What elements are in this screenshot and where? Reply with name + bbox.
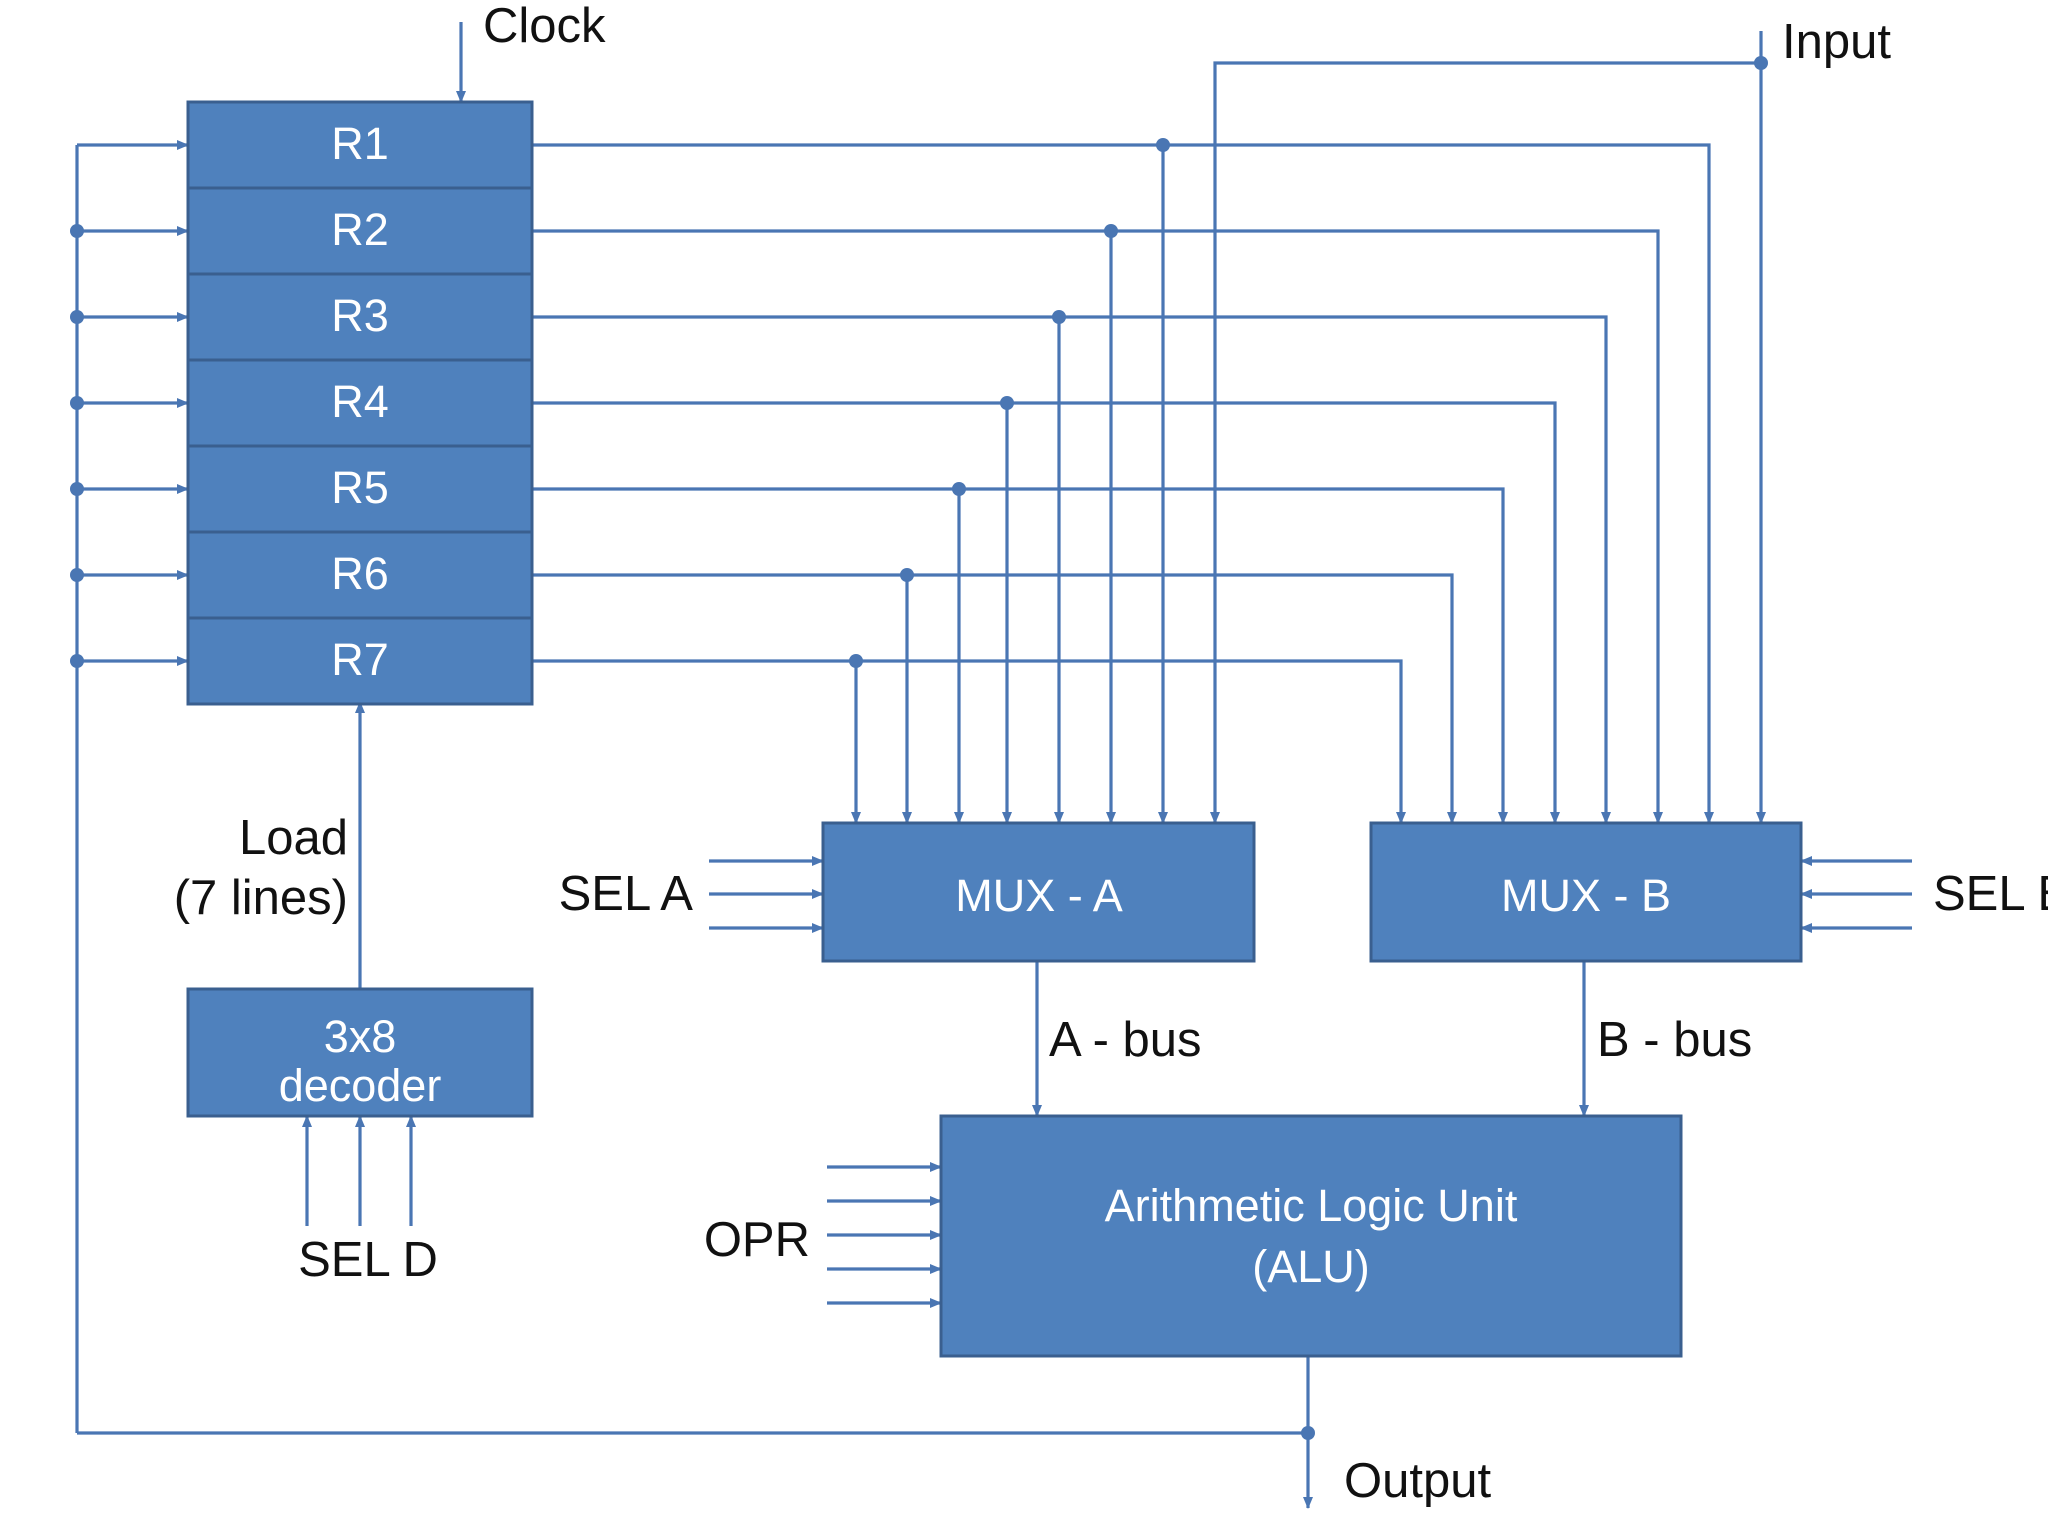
register-r7 [186,616,534,706]
mux-a-tap-5 [952,482,966,496]
register-label-r4: R4 [331,376,389,427]
alu-label-line1: Arithmetic Logic Unit [1105,1180,1518,1231]
mux-b-block [1369,821,1803,963]
register-r5 [186,444,534,534]
mux-a-label: MUX - A [955,870,1123,921]
feedback-junction-2 [70,224,84,238]
mux-b-label: MUX - B [1501,870,1671,921]
mux-a-tap-4 [1000,396,1014,410]
reg-to-mux-b-4 [532,401,1560,824]
sel-a-label: SEL A [559,867,694,921]
decoder-label-line1: 3x8 [324,1011,397,1062]
opr-label: OPR [704,1213,810,1267]
reg-to-mux-b-6 [532,573,1457,824]
input-label: Input [1782,15,1891,69]
register-r3 [186,272,534,362]
clock-label: Clock [483,0,606,53]
sel-b-label: SEL B [1933,867,2048,921]
register-label-r7: R7 [331,634,389,685]
input-to-mux-a [1210,61,1761,824]
load-label-line2: (7 lines) [174,871,348,925]
register-label-r2: R2 [331,204,389,255]
mux-a-tap-6 [900,568,914,582]
mux-a-tap-1 [1156,138,1170,152]
mux-a-tap-7 [849,654,863,668]
alu-block [939,1114,1683,1358]
input-junction [1754,56,1768,70]
reg-to-mux-b-7 [532,659,1406,824]
a-bus-label: A - bus [1049,1013,1202,1067]
register-r2 [186,186,534,276]
register-r4 [186,358,534,448]
sel-d-label: SEL D [298,1233,438,1287]
output-junction [1301,1426,1315,1440]
register-r1 [186,100,534,190]
alu-label-line2: (ALU) [1252,1241,1370,1292]
load-label-line1: Load [239,811,348,865]
register-label-r6: R6 [331,548,389,599]
register-label-r5: R5 [331,462,389,513]
reg-to-mux-b-3 [532,315,1611,824]
output-label: Output [1344,1454,1491,1508]
mux-a-tap-3 [1052,310,1066,324]
feedback-junction-6 [70,568,84,582]
register-label-r1: R1 [331,118,389,169]
feedback-junction-7 [70,654,84,668]
mux-a-tap-2 [1104,224,1118,238]
wires [70,22,1912,1509]
decoder-label-line2: decoder [279,1060,442,1111]
reg-to-mux-b-1 [532,143,1714,824]
b-bus-label: B - bus [1597,1013,1752,1067]
feedback-junction-3 [70,310,84,324]
feedback-junction-5 [70,482,84,496]
decoder-block [186,987,534,1118]
reg-to-mux-b-5 [532,487,1508,824]
reg-to-mux-b-2 [532,229,1663,824]
feedback-junction-4 [70,396,84,410]
mux-a-block [821,821,1256,963]
register-label-r3: R3 [331,290,389,341]
